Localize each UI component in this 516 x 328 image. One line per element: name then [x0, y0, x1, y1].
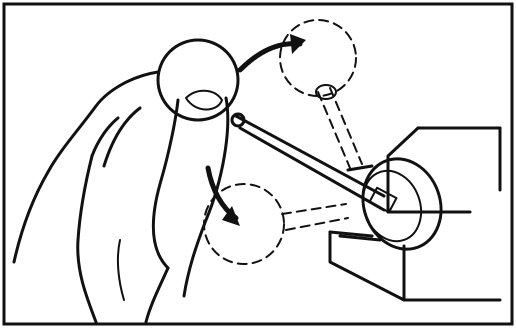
hand	[14, 40, 238, 322]
rotate-up-arrow-icon	[240, 34, 306, 70]
rotate-down-arrow-icon	[208, 168, 240, 226]
gauge-housing	[330, 128, 500, 300]
lever-arm	[232, 114, 396, 212]
ghost-finger-top	[280, 20, 356, 96]
gauge-collar	[340, 148, 453, 260]
ghost-lever-down	[204, 184, 348, 264]
